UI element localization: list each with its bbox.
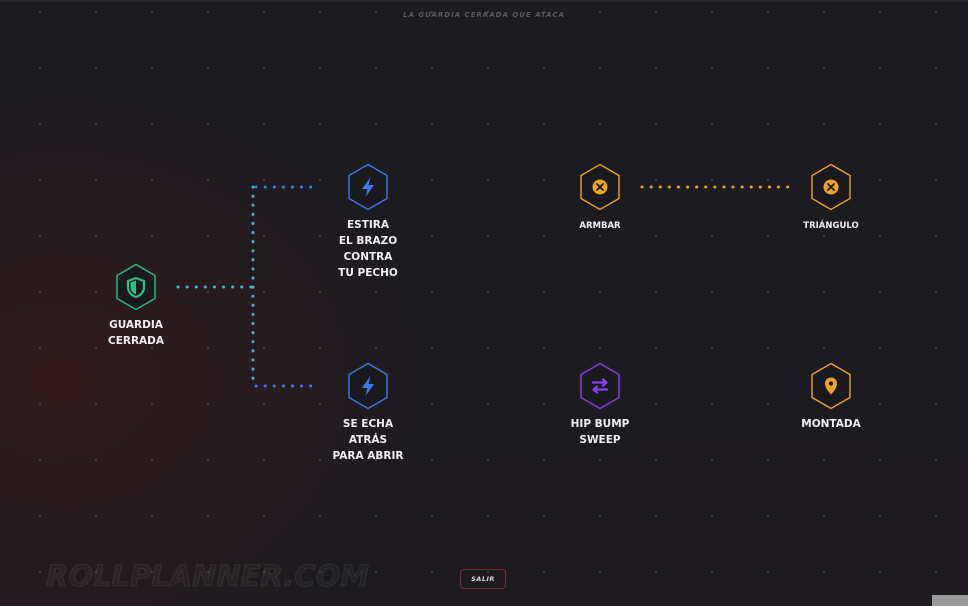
x-submission-icon: [580, 163, 620, 211]
node-label: MONTADA: [801, 418, 861, 430]
shield-icon: [116, 263, 156, 311]
node-guardia-cerrada[interactable]: GUARDIA CERRADA: [76, 263, 196, 349]
x-submission-icon: [811, 163, 851, 211]
node-montada[interactable]: MONTADA: [771, 362, 891, 432]
node-armbar[interactable]: ARMBAR: [540, 163, 660, 234]
scrollbar-corner[interactable]: [932, 595, 968, 606]
node-label: SE ECHA ATRÁS PARA ABRIR: [332, 418, 404, 462]
node-hip-bump-sweep[interactable]: HIP BUMP SWEEP: [540, 362, 660, 448]
node-label: GUARDIA CERRADA: [107, 319, 165, 347]
lightning-icon: [348, 163, 388, 211]
location-pin-icon: [811, 362, 851, 410]
swap-arrows-icon: [580, 362, 620, 410]
node-label: TRIÁNGULO: [803, 221, 859, 231]
lightning-icon: [348, 362, 388, 410]
exit-button[interactable]: SALIR: [460, 569, 506, 589]
page-title: LA GUARDIA CERRADA QUE ATACA: [403, 11, 565, 19]
node-triangulo[interactable]: TRIÁNGULO: [771, 163, 891, 234]
node-se-echa-atras[interactable]: SE ECHA ATRÁS PARA ABRIR: [308, 362, 428, 464]
node-label: HIP BUMP SWEEP: [570, 418, 630, 446]
node-estira-el-brazo[interactable]: ESTIRA EL BRAZO CONTRA TU PECHO: [308, 163, 428, 281]
node-label: ESTIRA EL BRAZO CONTRA TU PECHO: [338, 219, 398, 279]
node-label: ARMBAR: [579, 221, 621, 231]
watermark-logo: ROLLPLANNER.COM: [45, 559, 370, 594]
